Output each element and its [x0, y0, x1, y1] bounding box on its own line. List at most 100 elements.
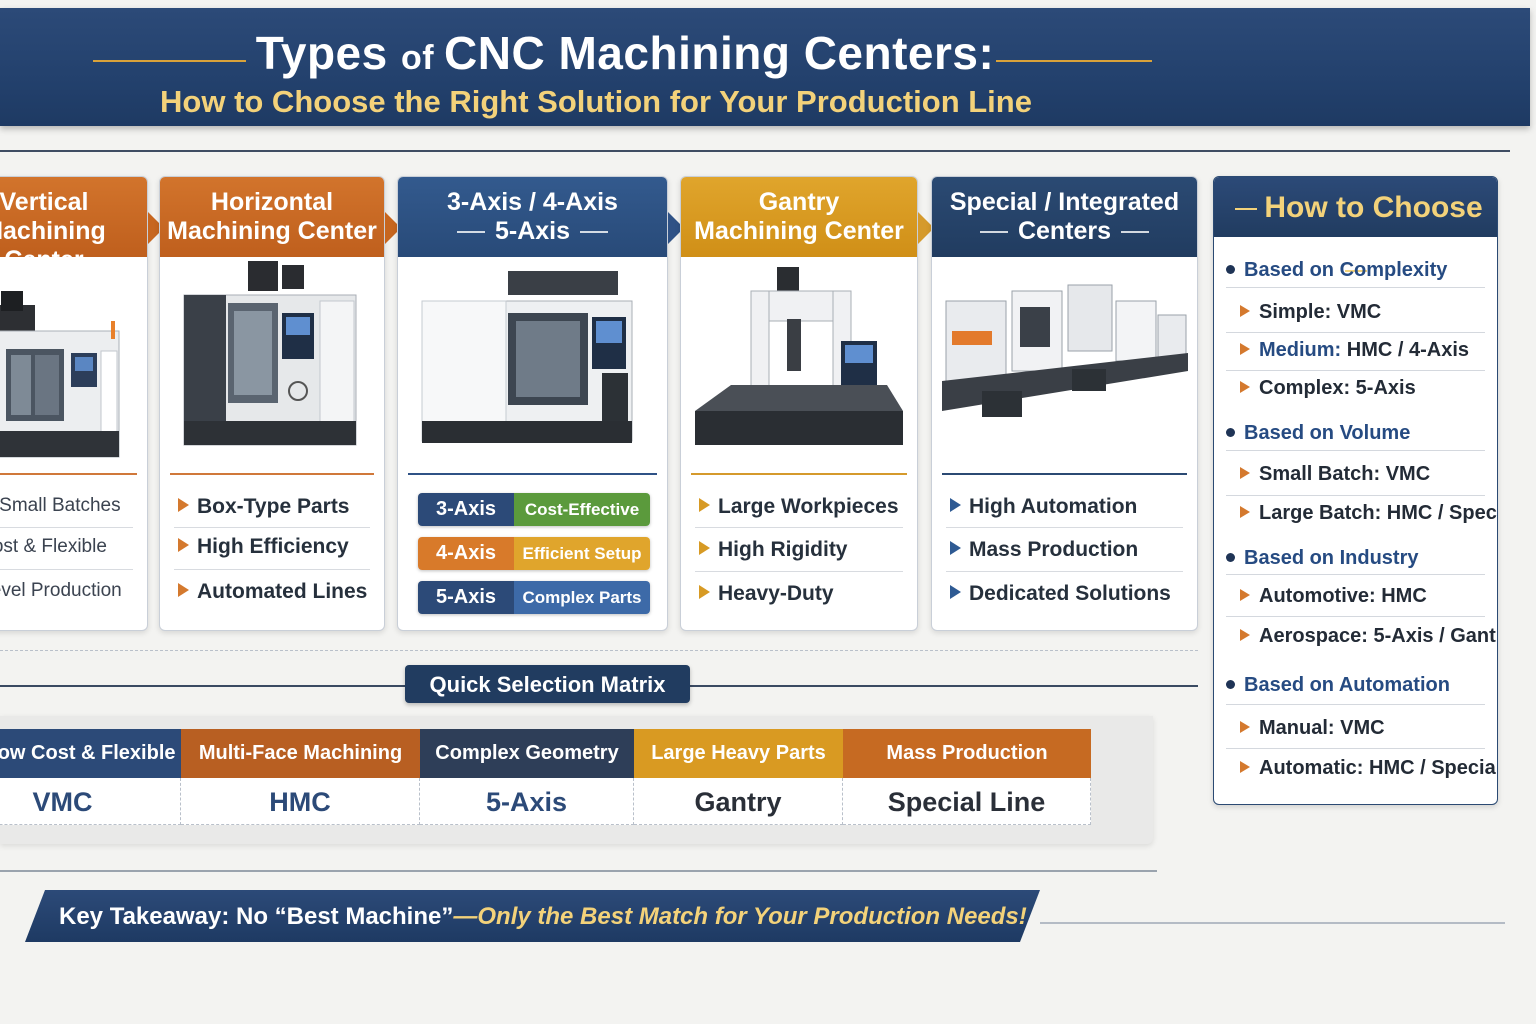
title-part-2: of — [401, 39, 445, 77]
item-complex: Complex: 5-Axis — [1240, 377, 1416, 400]
card-special[interactable]: Special / Integrated Centers High Automa… — [931, 176, 1198, 631]
item-medium-text: HMC / 4-Axis — [1341, 339, 1470, 361]
item-automotive: Automotive: HMC — [1240, 585, 1427, 608]
gantry-feature-2-text: High Rigidity — [718, 538, 848, 561]
bullet-dot-icon — [1226, 680, 1235, 689]
card-multi-axis-title-1: 3-Axis / 4-Axis — [447, 188, 618, 216]
triangle-bullet-icon — [699, 541, 710, 555]
card-multi-axis-separator — [408, 473, 657, 475]
hmc-feature-1: Box-Type Parts — [178, 495, 370, 519]
matrix-title-rule-right — [690, 685, 1198, 687]
triangle-bullet-icon — [1240, 305, 1250, 317]
dotted-divider — [0, 650, 1198, 651]
section-volume: Based on Volume — [1226, 422, 1410, 445]
special-feature-1-text: High Automation — [969, 495, 1138, 518]
card-horizontal-separator — [170, 473, 374, 475]
pill-3-axis-desc: Cost-Effective — [514, 493, 650, 526]
triangle-bullet-icon — [178, 498, 189, 512]
triangle-bullet-icon — [699, 585, 710, 599]
section-volume-label: Based on Volume — [1244, 422, 1411, 444]
arrow-connector — [918, 212, 934, 244]
pill-4-axis-desc: Efficient Setup — [514, 537, 650, 570]
pill-3-axis: 3-Axis Cost-Effective — [418, 493, 650, 526]
page-subtitle: How to Choose the Right Solution for You… — [160, 84, 1032, 119]
card-multi-axis[interactable]: 3-Axis / 4-Axis 5-Axis 3-Axis Cost-Effec… — [397, 176, 668, 631]
triangle-bullet-icon — [950, 585, 961, 599]
section-divider — [1226, 287, 1485, 288]
item-divider — [1226, 332, 1485, 333]
item-automotive-text: Automotive: HMC — [1259, 585, 1427, 607]
feature-divider — [174, 527, 370, 528]
triangle-bullet-icon — [1240, 343, 1250, 355]
item-aerospace-text: Aerospace: 5-Axis / Gantry — [1259, 625, 1498, 647]
five-axis-machine-image — [421, 271, 633, 443]
page-title: Types of CNC Machining Centers: — [0, 26, 1250, 80]
section-industry: Based on Industry — [1226, 547, 1418, 570]
gantry-feature-1: Large Workpieces — [699, 495, 903, 519]
gantry-feature-3: Heavy-Duty — [699, 582, 903, 606]
takeaway-message: —Only the Best Match for Your Production… — [453, 903, 1027, 930]
hmc-machine-image — [183, 261, 357, 446]
pill-3-axis-label: 3-Axis — [418, 493, 514, 526]
item-automatic-text: Automatic: HMC / Special — [1259, 757, 1498, 779]
title-part-1: Types — [255, 27, 401, 79]
gantry-feature-1-text: Large Workpieces — [718, 495, 899, 518]
pill-4-axis-label: 4-Axis — [418, 537, 514, 570]
pill-5-axis-label: 5-Axis — [418, 581, 514, 614]
triangle-bullet-icon — [1240, 761, 1250, 773]
hmc-feature-3-text: Automated Lines — [197, 580, 368, 603]
item-aerospace: Aerospace: 5-Axis / Gantry — [1240, 625, 1498, 648]
bullet-dot-icon — [1226, 265, 1235, 274]
feature-divider — [946, 527, 1183, 528]
card-gantry-header: Gantry Machining Center — [681, 177, 917, 257]
pill-5-axis-desc: Complex Parts — [514, 581, 650, 614]
header-banner: Types of CNC Machining Centers: How to C… — [0, 8, 1530, 126]
gantry-machine-image — [695, 267, 903, 445]
card-gantry-title-1: Gantry — [758, 188, 840, 216]
triangle-bullet-icon — [1240, 721, 1250, 733]
triangle-bullet-icon — [1240, 467, 1250, 479]
item-divider — [1226, 495, 1485, 496]
how-to-choose-title: How to Choose — [1214, 177, 1497, 237]
card-gantry-separator — [691, 473, 907, 475]
card-gantry[interactable]: Gantry Machining Center Large Workpieces… — [680, 176, 918, 631]
item-complex-text: Complex: 5-Axis — [1259, 377, 1416, 399]
triangle-bullet-icon — [950, 541, 961, 555]
feature-divider — [0, 569, 133, 570]
triangle-bullet-icon — [699, 498, 710, 512]
card-gantry-title-2: Machining Center — [694, 217, 904, 245]
item-divider — [1226, 748, 1485, 749]
matrix-col-5axis-need: Complex Geometry — [420, 729, 634, 778]
section-complexity-label: Based on Complexity — [1244, 259, 1448, 281]
matrix-col-hmc-machine: HMC — [181, 778, 420, 825]
section-automation-label: Based on Automation — [1244, 674, 1450, 696]
card-horizontal-title-2: Machining Center — [167, 217, 377, 245]
item-large-batch: Large Batch: HMC / Special — [1240, 502, 1498, 525]
triangle-bullet-icon — [1240, 381, 1250, 393]
card-multi-axis-header: 3-Axis / 4-Axis 5-Axis — [398, 177, 667, 257]
item-divider — [1226, 616, 1485, 617]
matrix-col-hmc: Multi-Face Machining HMC — [181, 729, 420, 825]
title-part-3: CNC Machining Centers: — [444, 27, 995, 79]
card-horizontal[interactable]: Horizontal Machining Center Box-Type Par… — [159, 176, 385, 631]
gantry-feature-3-text: Heavy-Duty — [718, 582, 834, 605]
bullet-dot-icon — [1226, 553, 1235, 562]
triangle-bullet-icon — [1240, 506, 1250, 518]
vmc-feature-3: Low-Level Production — [0, 580, 122, 601]
divider-line — [1040, 922, 1505, 924]
divider-line — [0, 150, 1510, 152]
item-large-batch-text: Large Batch: HMC / Special — [1259, 502, 1498, 524]
item-medium-prefix: Medium: — [1259, 339, 1342, 361]
card-vertical[interactable]: Vertical Machining Center Parts / Small … — [0, 176, 148, 631]
matrix-col-hmc-need: Multi-Face Machining — [181, 729, 420, 778]
vmc-feature-1: Parts / Small Batches — [0, 495, 121, 516]
matrix-col-special-need: Mass Production — [843, 729, 1091, 778]
hmc-feature-3: Automated Lines — [178, 580, 370, 604]
special-feature-3-text: Dedicated Solutions — [969, 582, 1171, 605]
triangle-bullet-icon — [1240, 589, 1250, 601]
feature-divider — [174, 569, 370, 570]
key-takeaway-banner: Key Takeaway: No “Best Machine”—Only the… — [25, 890, 1040, 942]
card-multi-axis-title-2: 5-Axis — [398, 217, 667, 246]
special-feature-2: Mass Production — [950, 538, 1183, 562]
section-divider — [1226, 450, 1485, 451]
